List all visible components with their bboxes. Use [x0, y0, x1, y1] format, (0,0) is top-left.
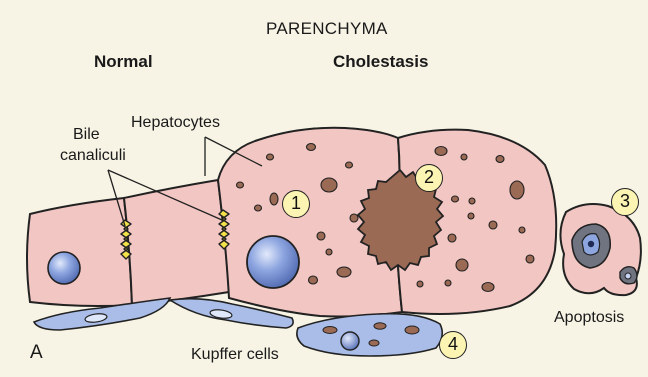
marker-4: 4 — [439, 331, 467, 359]
bile-granule — [489, 221, 497, 229]
bile-granule — [510, 181, 524, 199]
hepatocyte-normal-middle — [124, 180, 229, 305]
bile-granule — [317, 232, 325, 240]
bile-granule — [369, 340, 379, 346]
bile-granule — [237, 182, 244, 188]
bile-granule — [267, 154, 274, 160]
kupffer-cells-label: Kupffer cells — [191, 346, 279, 364]
bile-granule — [270, 193, 278, 205]
bile-granule — [307, 144, 316, 151]
apoptotic-core-spot — [588, 241, 594, 247]
bile-granule — [417, 281, 423, 287]
bile-granule — [448, 234, 456, 242]
bile-granule — [346, 162, 353, 168]
bile-granule — [435, 147, 447, 156]
bile-granule — [461, 154, 467, 160]
apoptotic-fragment-core — [625, 273, 631, 279]
nucleus-normal — [48, 252, 80, 284]
marker-3: 3 — [611, 188, 639, 216]
bile-granule — [323, 327, 337, 334]
bile-granule — [526, 255, 534, 263]
bile-granule — [445, 280, 451, 286]
bile-granule — [374, 323, 386, 329]
bile-granule — [309, 276, 318, 284]
bile-granule — [350, 214, 358, 222]
bile-granule — [452, 196, 459, 202]
bile-granule — [496, 156, 504, 163]
bile-canaliculi-label-line2: canaliculi — [60, 147, 126, 165]
bile-granule — [326, 249, 332, 255]
hepatocyte-normal-left — [27, 198, 132, 306]
nucleus-cholestasis — [247, 236, 299, 288]
apoptosis-label: Apoptosis — [554, 309, 624, 327]
bile-granule — [519, 227, 525, 233]
bile-granule — [321, 178, 337, 192]
bile-granule — [405, 326, 419, 334]
kupffer-cell-activated — [297, 314, 442, 356]
kupffer-nucleus-activated — [341, 332, 359, 350]
cholestasis-heading: Cholestasis — [333, 52, 428, 72]
bile-granule — [468, 213, 474, 219]
bile-granule — [469, 198, 475, 204]
diagram-title: PARENCHYMA — [266, 19, 388, 39]
marker-1: 1 — [282, 190, 310, 218]
hepatocytes-label: Hepatocytes — [131, 114, 220, 132]
bile-granule — [255, 205, 262, 211]
bile-granule — [337, 267, 351, 277]
bile-canaliculi-label-line1: Bile — [73, 126, 100, 144]
marker-2: 2 — [415, 164, 443, 192]
normal-heading: Normal — [94, 52, 153, 72]
panel-letter: A — [30, 342, 43, 364]
bile-granule — [482, 283, 494, 292]
bile-granule — [456, 259, 468, 271]
